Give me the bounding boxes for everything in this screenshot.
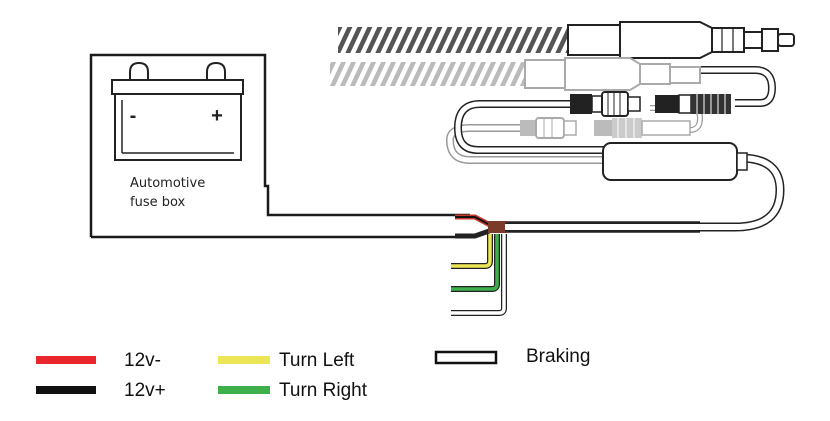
- fuse-box-label-line2: fuse box: [130, 195, 186, 210]
- legend-label-turn-left: Turn Left: [279, 350, 355, 371]
- legend-swatch-12v-minus: [36, 356, 96, 364]
- wire-junction: [451, 214, 700, 316]
- battery-minus-label: -: [130, 105, 137, 127]
- legend-label-braking: Braking: [526, 346, 590, 367]
- coiled-cable-dark: [338, 21, 795, 59]
- legend-label-turn-right: Turn Right: [279, 380, 368, 401]
- legend-swatch-braking: [434, 350, 498, 365]
- fuse-box-label-line1: Automotive: [130, 176, 205, 191]
- legend-swatch-turn-right: [218, 386, 270, 394]
- battery-plus-label: +: [211, 105, 223, 127]
- legend-swatch-turn-left: [218, 356, 270, 364]
- legend-label-12v-minus: 12v-: [124, 350, 161, 371]
- legend-swatch-12v-plus: [36, 386, 96, 394]
- coiled-cable-faded: [330, 57, 701, 91]
- connector-dark-pair: [570, 91, 731, 117]
- control-module: [602, 142, 748, 181]
- battery-icon: - +: [111, 61, 244, 161]
- legend: 12v- 12v+ Turn Left Turn Right Braking: [36, 346, 590, 401]
- connector-faded-pair: [520, 117, 691, 139]
- legend-label-12v-plus: 12v+: [124, 380, 166, 401]
- fuse-box-outline: [89, 53, 470, 237]
